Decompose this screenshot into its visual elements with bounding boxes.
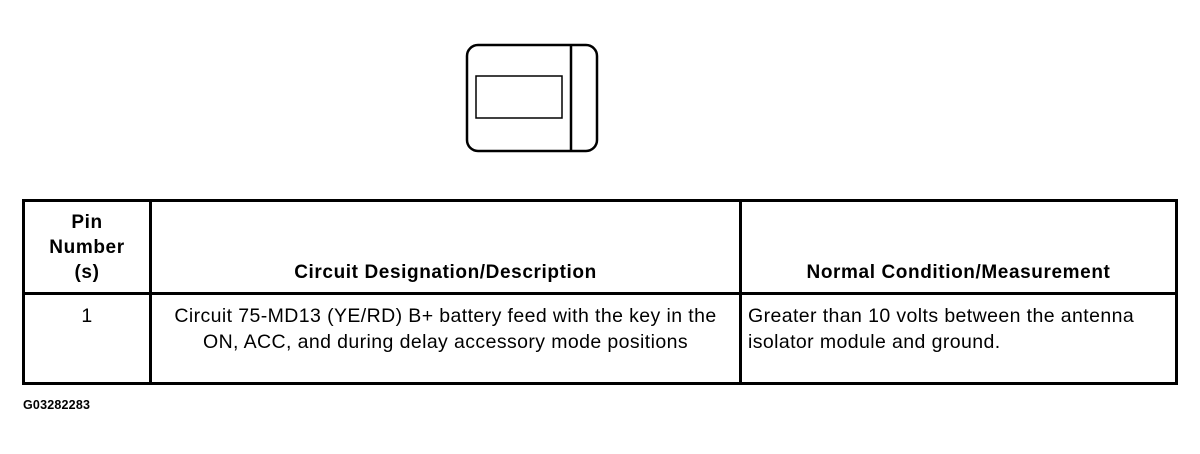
- pin-table: Pin Number (s) Circuit Designation/Descr…: [22, 199, 1178, 385]
- circuit-designation-header: Circuit Designation/Description: [149, 199, 742, 295]
- connector-pin-cavity: [475, 75, 563, 119]
- circuit-description-cell: Circuit 75-MD13 (YE/RD) B+ battery feed …: [149, 292, 742, 385]
- table-row: 1 Circuit 75-MD13 (YE/RD) B+ battery fee…: [22, 292, 1178, 385]
- measurement-cell: Greater than 10 volts between the antenn…: [739, 292, 1178, 385]
- table-header-row: Pin Number (s) Circuit Designation/Descr…: [22, 199, 1178, 295]
- normal-condition-header: Normal Condition/Measurement: [739, 199, 1178, 295]
- figure-id-label: G03282283: [23, 398, 91, 412]
- pin-number-cell: 1: [22, 292, 152, 385]
- pin-number-header: Pin Number (s): [22, 199, 152, 295]
- connector-face-diagram: [465, 43, 599, 153]
